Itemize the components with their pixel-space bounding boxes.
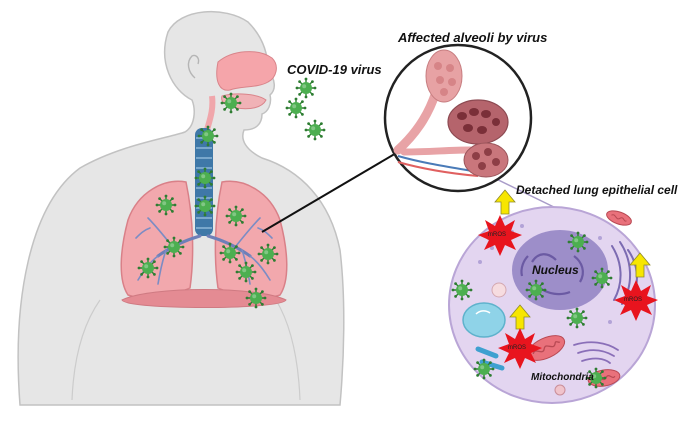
mitochondria-label: Mitochondria (531, 372, 594, 383)
epithelial-cell (448, 189, 658, 404)
ros-label: mROS (488, 232, 506, 238)
detached-cell-label: Detached lung epithelial cell (516, 183, 678, 197)
ros-arrow-icon (494, 189, 516, 215)
ros-label: mROS (624, 297, 642, 303)
nucleus-label: Nucleus (532, 263, 579, 277)
pointer-line (261, 151, 399, 233)
ros-label: mROS (508, 345, 526, 351)
affected-alveoli-label: Affected alveoli by virus (398, 30, 548, 45)
covid-virus-label: COVID-19 virus (287, 62, 382, 77)
alveoli-magnifier (383, 43, 533, 193)
